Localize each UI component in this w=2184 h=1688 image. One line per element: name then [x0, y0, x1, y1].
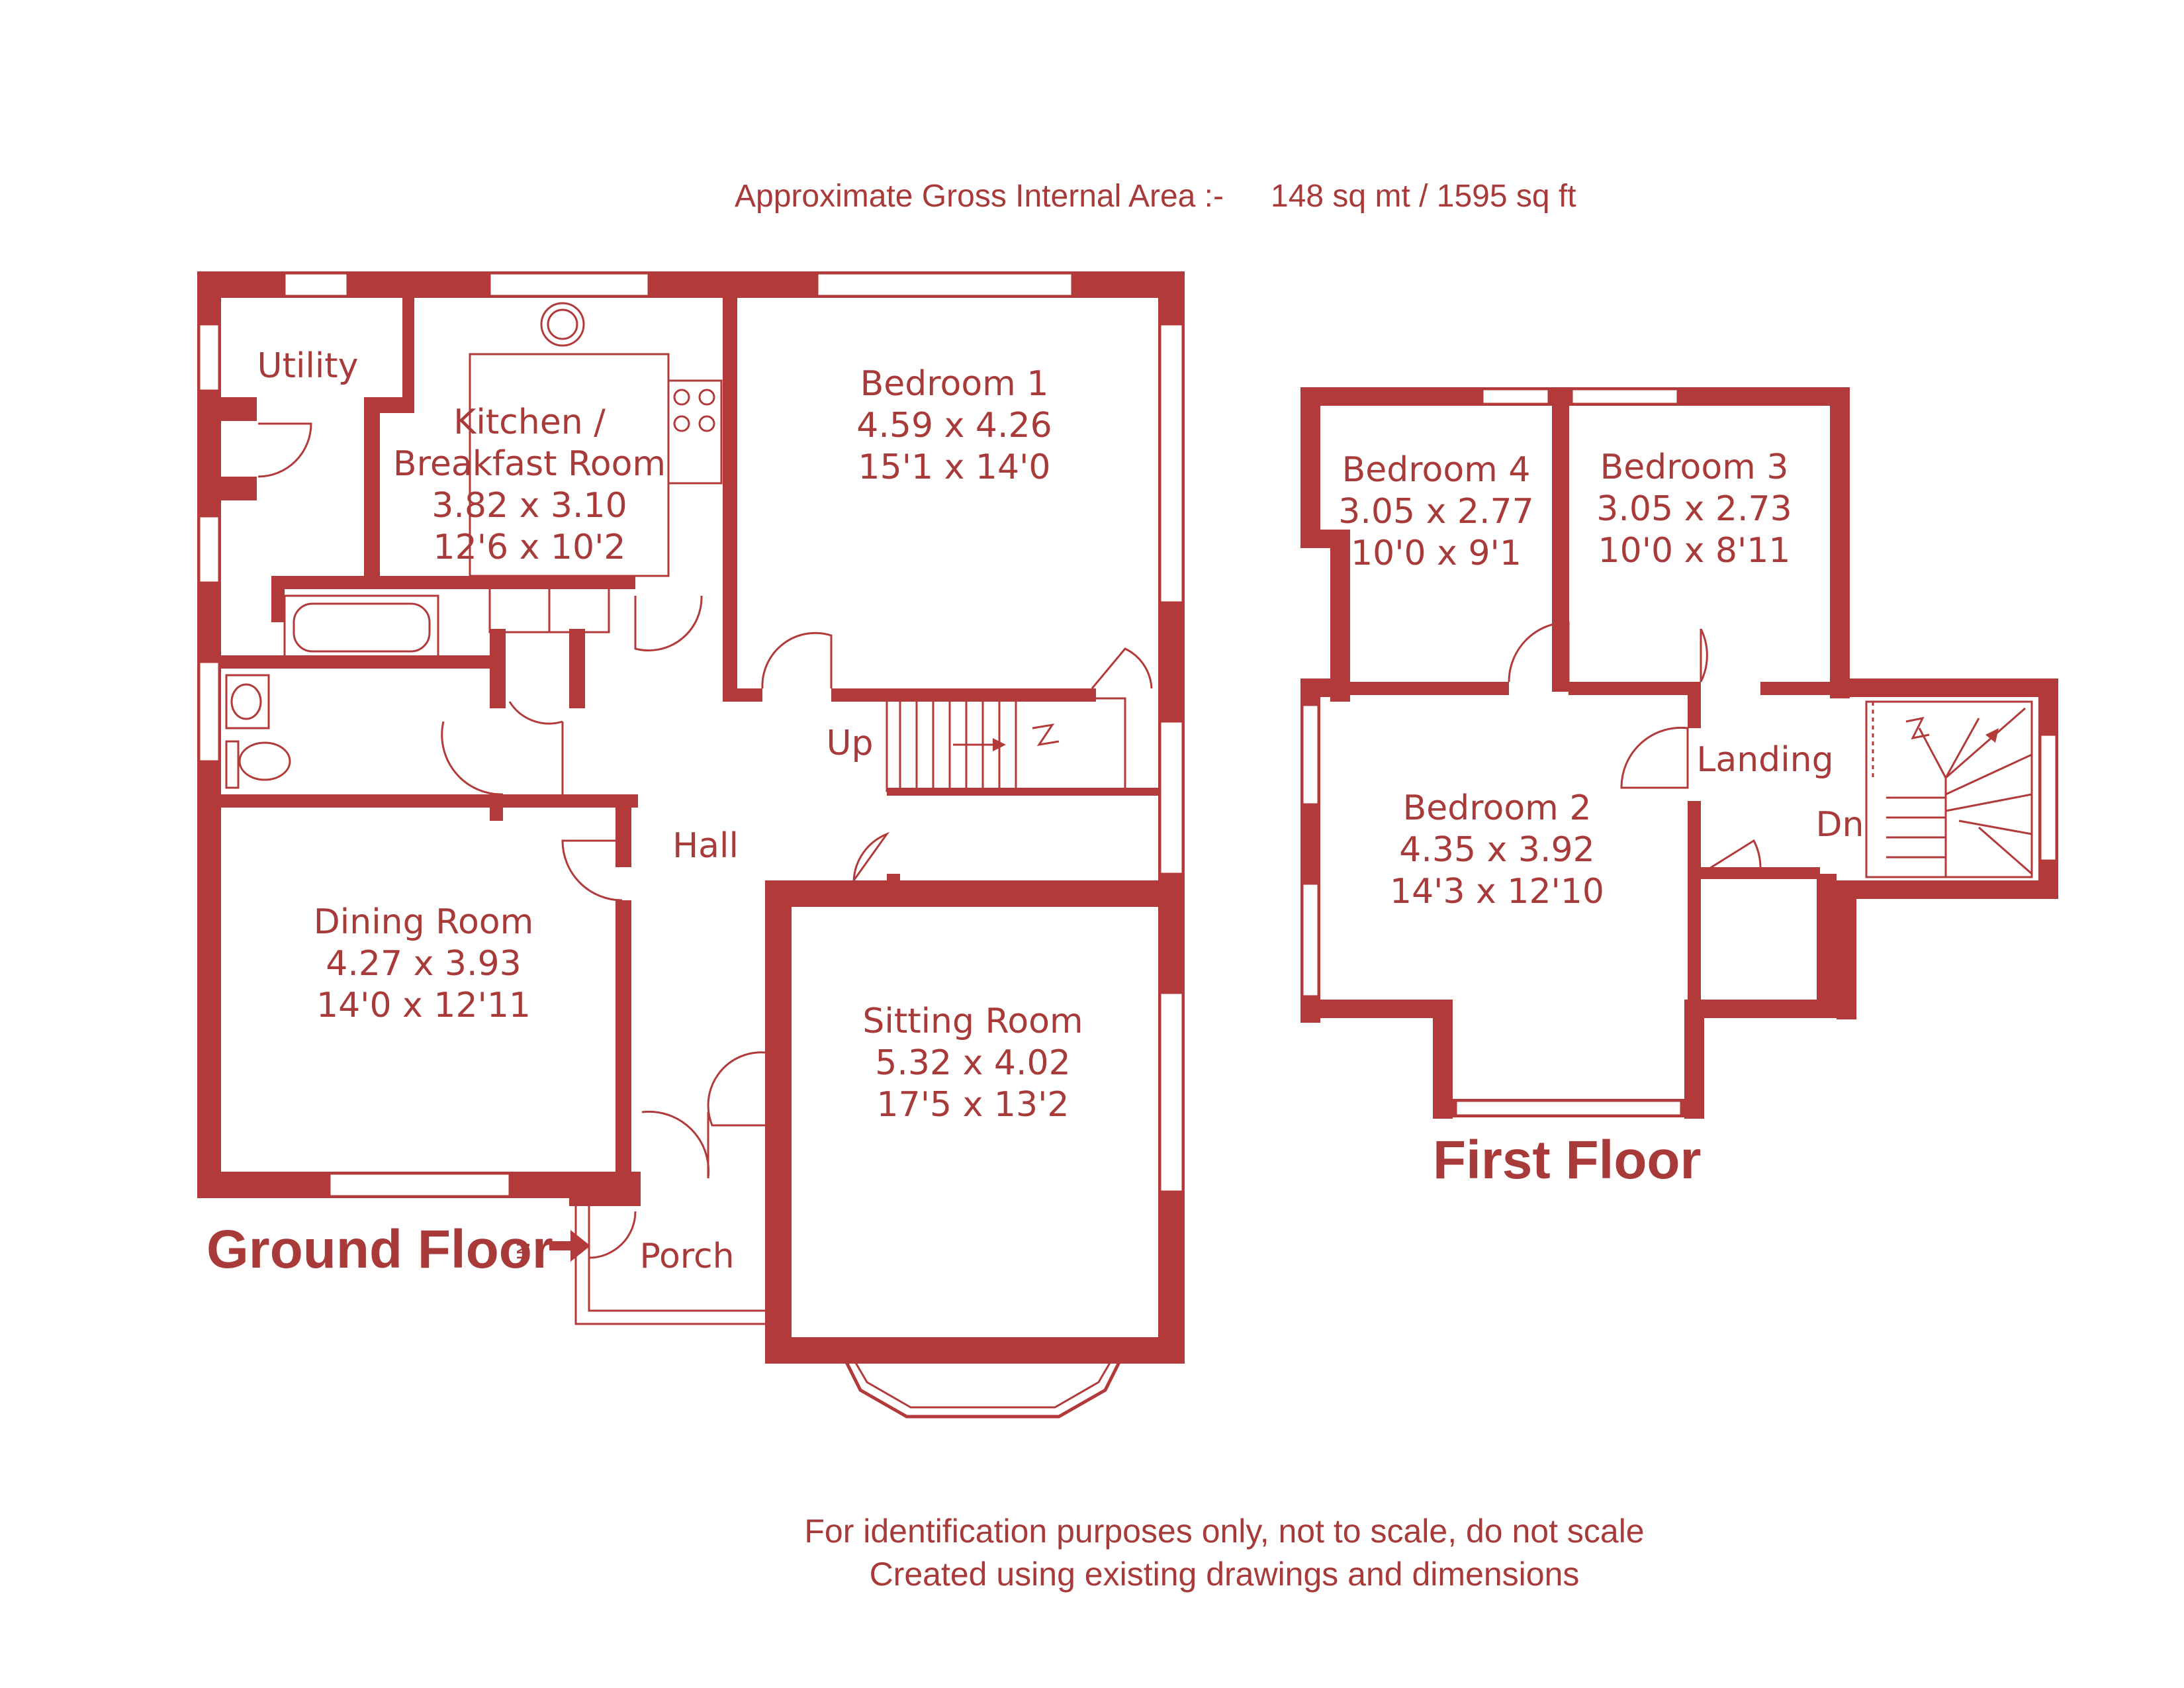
ground-stairs: [886, 697, 1126, 792]
first-floor-stairs: [1865, 700, 2033, 878]
stairs-down-label: Dn: [1816, 805, 1864, 845]
first-floor-plan: [1300, 387, 2058, 1119]
bedroom2-label: Bedroom 2 4.35 x 3.92 14'3 x 12'10: [1390, 788, 1604, 912]
entrance-marker: IN: [514, 1242, 534, 1260]
svg-text:Dining Room: Dining Room: [314, 902, 533, 942]
kitchen-label: Kitchen / Breakfast Room 3.82 x 3.10 12'…: [393, 402, 666, 567]
area-label: Approximate Gross Internal Area :-: [735, 179, 1224, 214]
area-value: 148 sq mt / 1595 sq ft: [1271, 179, 1576, 214]
first-floor-title: First Floor: [1433, 1130, 1701, 1190]
stairs-up-label: Up: [826, 724, 873, 763]
svg-text:5.32 x 4.02: 5.32 x 4.02: [875, 1043, 1070, 1083]
svg-text:Bedroom 2: Bedroom 2: [1403, 788, 1592, 828]
svg-text:3.05 x 2.73: 3.05 x 2.73: [1596, 489, 1792, 529]
dining-label: Dining Room 4.27 x 3.93 14'0 x 12'11: [314, 902, 533, 1025]
ground-floor-title: Ground Floor: [206, 1219, 553, 1280]
utility-label: Utility: [257, 346, 359, 386]
svg-text:Bedroom 4: Bedroom 4: [1342, 450, 1531, 490]
svg-text:14'3 x 12'10: 14'3 x 12'10: [1390, 872, 1604, 912]
svg-text:17'5 x 13'2: 17'5 x 13'2: [877, 1085, 1069, 1125]
svg-text:Kitchen /: Kitchen /: [453, 402, 606, 442]
footer-note-2: Created using existing drawings and dime…: [870, 1556, 1580, 1593]
footer-note-1: For identification purposes only, not to…: [804, 1513, 1644, 1550]
landing-label: Landing: [1696, 740, 1833, 780]
svg-text:14'0 x 12'11: 14'0 x 12'11: [316, 986, 531, 1025]
svg-text:15'1 x 14'0: 15'1 x 14'0: [858, 447, 1051, 487]
svg-text:4.27 x 3.93: 4.27 x 3.93: [326, 944, 521, 984]
svg-text:4.59 x 4.26: 4.59 x 4.26: [856, 406, 1052, 445]
svg-text:10'0 x 8'11: 10'0 x 8'11: [1598, 531, 1791, 571]
sitting-room-label: Sitting Room 5.32 x 4.02 17'5 x 13'2: [862, 1002, 1083, 1125]
svg-text:Breakfast Room: Breakfast Room: [393, 444, 666, 484]
hall-label: Hall: [672, 826, 739, 866]
ground-floor-plan: [197, 271, 1185, 1419]
porch-label: Porch: [639, 1237, 734, 1276]
svg-text:10'0 x 9'1: 10'0 x 9'1: [1351, 534, 1522, 573]
bedroom3-label: Bedroom 3 3.05 x 2.73 10'0 x 8'11: [1596, 447, 1792, 571]
entrance-arrow-icon: [549, 1230, 590, 1262]
svg-text:Sitting Room: Sitting Room: [862, 1002, 1083, 1041]
svg-text:4.35 x 3.92: 4.35 x 3.92: [1399, 830, 1594, 870]
svg-text:3.82 x 3.10: 3.82 x 3.10: [432, 486, 627, 526]
bedroom1-label: Bedroom 1 4.59 x 4.26 15'1 x 14'0: [856, 364, 1052, 487]
svg-text:Bedroom 1: Bedroom 1: [860, 364, 1049, 404]
bedroom4-label: Bedroom 4 3.05 x 2.77 10'0 x 9'1: [1338, 450, 1533, 573]
svg-text:Bedroom 3: Bedroom 3: [1600, 447, 1789, 487]
svg-text:3.05 x 2.77: 3.05 x 2.77: [1338, 492, 1533, 532]
svg-text:12'6 x 10'2: 12'6 x 10'2: [433, 528, 626, 567]
